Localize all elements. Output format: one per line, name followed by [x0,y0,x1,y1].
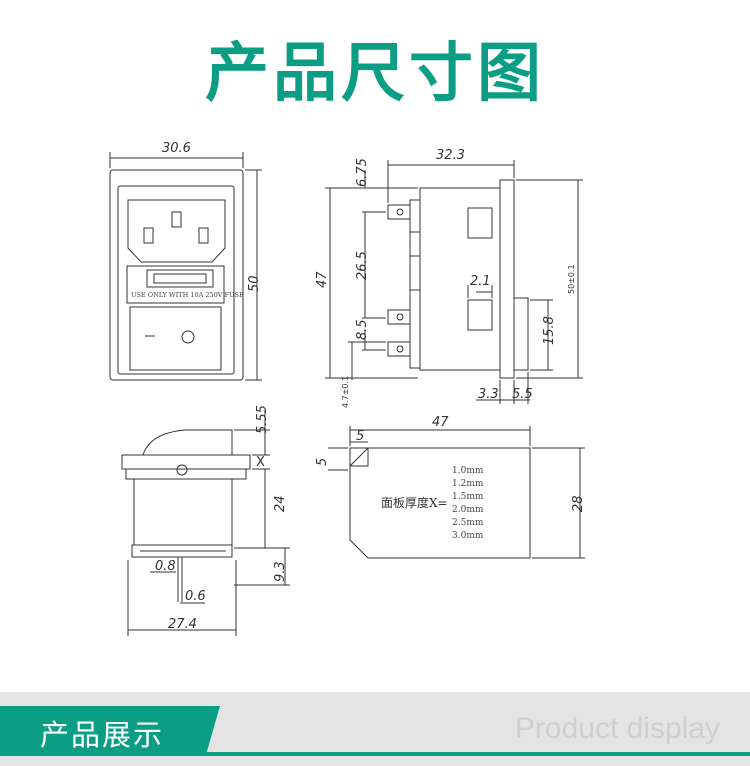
cutout-view [328,426,585,559]
fuse-text: USE ONLY WITH 10A 250V FUSE [131,291,244,299]
dim-switch-555: 5.55 [255,405,270,434]
banner-green-tab [0,706,220,752]
dim-side-55: 5.5 [512,387,533,402]
dim-side-21: 2.1 [470,274,491,289]
banner-label: 产品展示 [40,718,165,752]
dim-side-33: 3.3 [478,387,499,402]
dim-switch-24: 24 [273,495,288,512]
side-view [325,160,583,404]
dim-switch-274: 27.4 [168,617,197,632]
section-banner: 产品展示 Product display [0,692,750,766]
dim-front-height: 50 [247,275,262,292]
dim-side-47: 47 [315,271,330,288]
dim-switch-x: X [256,455,265,470]
dim-side-158: 15.8 [542,316,557,345]
dim-side-265: 26.5 [355,251,370,280]
front-view [109,152,262,381]
thickness-item: 2.5mm [452,518,484,528]
dim-front-width: 30.6 [162,141,191,156]
switch-view [121,410,290,636]
thickness-item: 2.0mm [452,505,484,515]
dim-cutout-5a: 5 [356,429,364,444]
dim-side-47tol: 4.7±0.1 [341,376,350,408]
dim-side-85: 8.5 [355,319,370,340]
dim-side-50tol: 50±0.1 [567,264,576,294]
thickness-item: 3.0mm [452,531,484,541]
dim-side-675: 6.75 [355,158,370,187]
dim-switch-93: 9.3 [273,561,288,582]
dim-cutout-47: 47 [432,415,449,430]
banner-strip [0,752,750,756]
banner-english: Product display [514,712,720,745]
thickness-item: 1.2mm [452,479,484,489]
dim-cutout-5b: 5 [315,458,330,466]
dim-side-top: 32.3 [436,148,465,163]
dim-cutout-28: 28 [571,495,586,512]
page-title: 产品尺寸图 [205,37,545,111]
thickness-item: 1.0mm [452,466,484,476]
dimension-drawing: USE ONLY WITH 10A 250V FUSE 30.6 50 32.3… [109,141,586,636]
dim-switch-06: 0.6 [185,589,206,604]
dim-switch-08: 0.8 [155,559,176,574]
thickness-item: 1.5mm [452,492,484,502]
panel-thickness-label: 面板厚度X= [381,495,448,510]
